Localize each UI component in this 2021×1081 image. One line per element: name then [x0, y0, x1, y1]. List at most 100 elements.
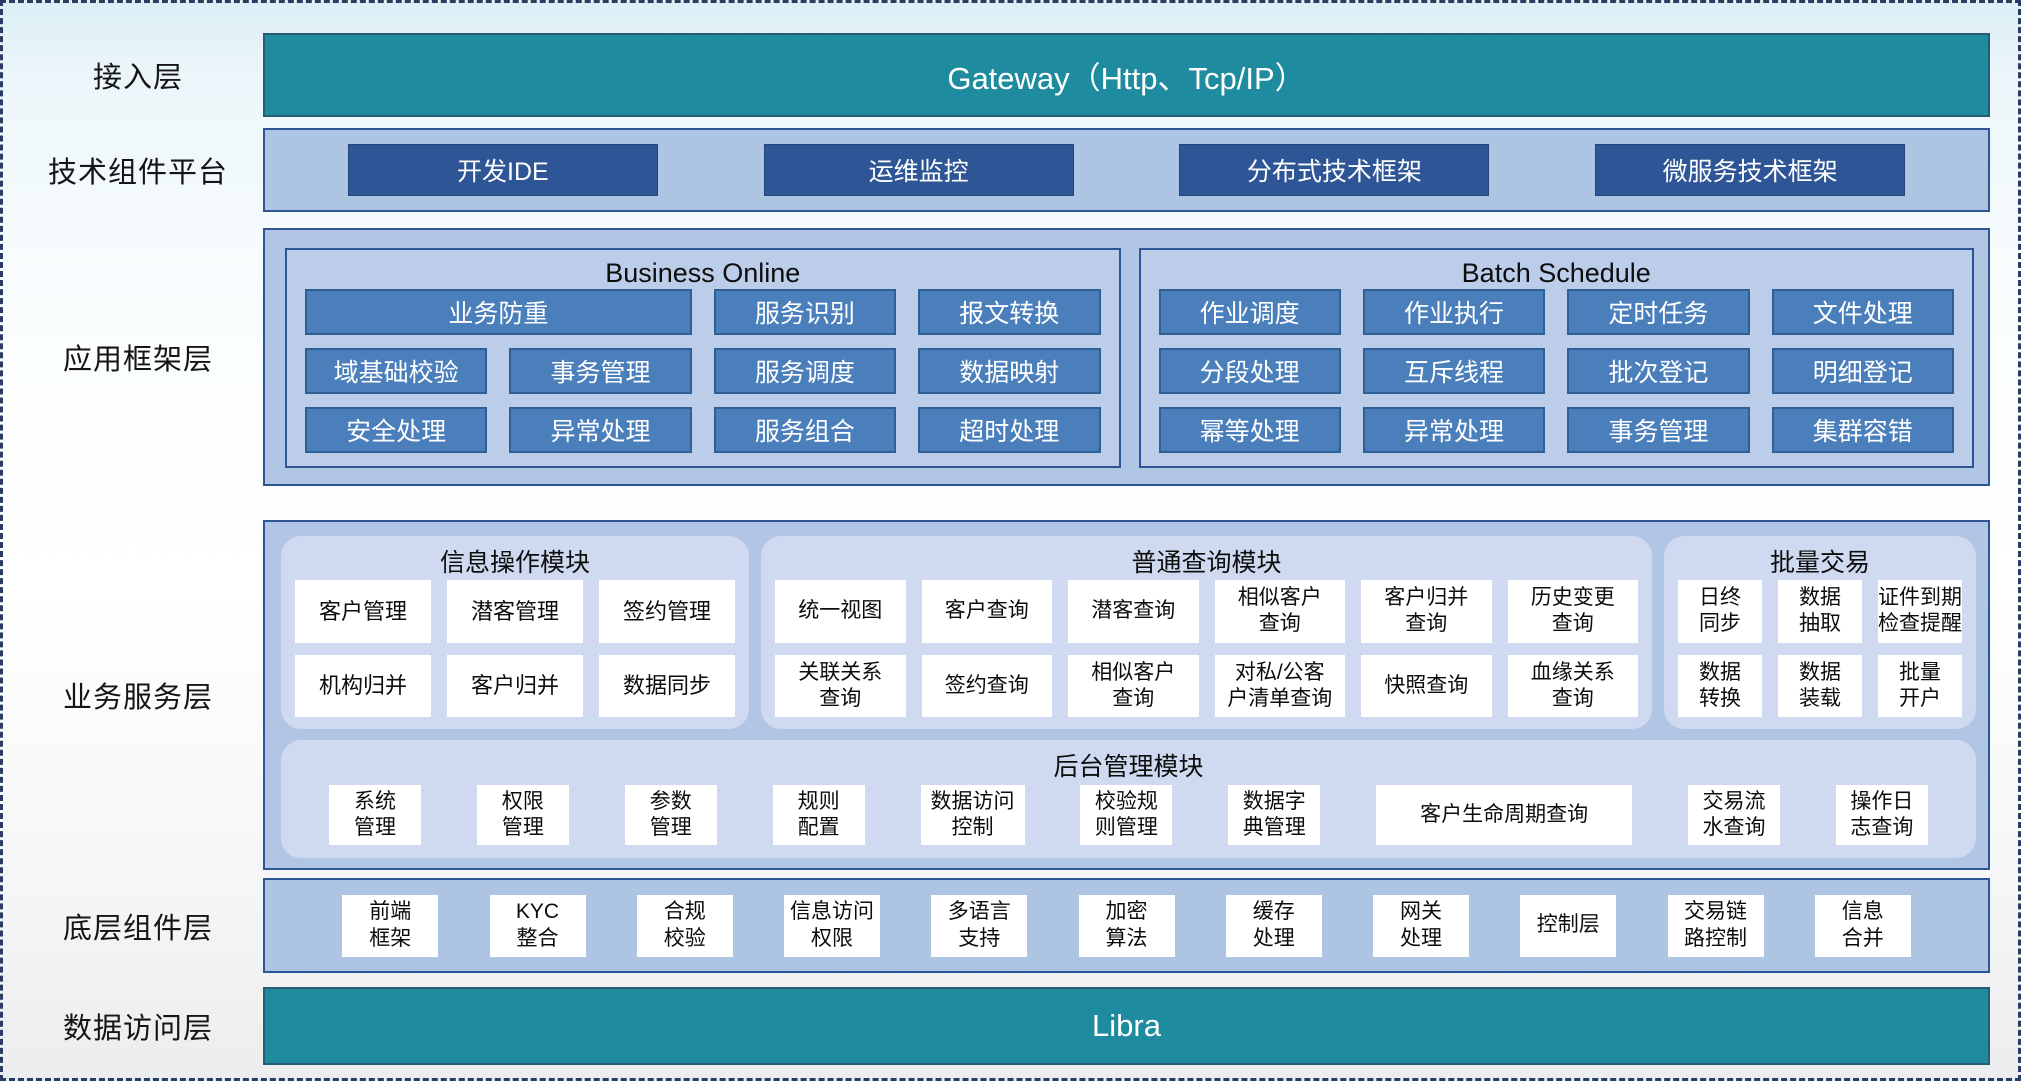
batch-module-grid: 日终 同步 数据 抽取 证件到期 检查提醒 数据 转换 数据 装载 批量 开户 — [1678, 580, 1962, 717]
service-node: 血缘关系 查询 — [1507, 654, 1638, 717]
info-module-title: 信息操作模块 — [439, 549, 590, 577]
bs-node: 作业执行 — [1362, 289, 1546, 335]
business-service-panel: 信息操作模块 客户管理 潜客管理 签约管理 机构归并 客户归并 数据同步 普通查… — [263, 520, 1990, 870]
base-node: 合规 校验 — [636, 894, 733, 957]
base-component-label: 底层组件层 — [62, 912, 213, 945]
base-component-panel: 前端 框架 KYC 整合 合规 校验 信息访问 权限 多语言 支持 加密 算法 … — [263, 878, 1990, 973]
info-module-grid: 客户管理 潜客管理 签约管理 机构归并 客户归并 数据同步 — [295, 580, 735, 717]
app-framework-row: 应用框架层 Business Online 业务防重 服务识别 报文转换 域基础… — [13, 228, 1990, 486]
admin-module-grid: 系统 管理 权限 管理 参数 管理 规则 配置 数据访问 控制 校验规 则管理 … — [295, 784, 1962, 846]
business-online-panel: Business Online 业务防重 服务识别 报文转换 域基础校验 事务管… — [285, 248, 1121, 468]
business-online-title: Business Online — [605, 258, 801, 288]
service-node: 签约管理 — [599, 580, 735, 643]
service-node: 机构归并 — [295, 654, 431, 717]
base-node: 信息访问 权限 — [784, 894, 880, 957]
gateway-bar: Gateway（Http、Tcp/IP） — [263, 33, 1990, 117]
admin-node: 数据字 典管理 — [1228, 785, 1321, 845]
business-online-grid: 业务防重 服务识别 报文转换 域基础校验 事务管理 服务调度 数据映射 安全处理… — [305, 289, 1101, 453]
batch-schedule-grid: 作业调度 作业执行 定时任务 文件处理 分段处理 互斥线程 批次登记 明细登记 … — [1158, 289, 1954, 453]
admin-node: 权限 管理 — [476, 785, 569, 845]
app-framework-panel: Business Online 业务防重 服务识别 报文转换 域基础校验 事务管… — [263, 228, 1990, 486]
admin-node: 数据访问 控制 — [920, 785, 1025, 845]
bo-node: 业务防重 — [305, 289, 692, 335]
admin-module-title: 后台管理模块 — [1053, 753, 1204, 781]
service-node: 客户管理 — [295, 580, 431, 643]
batch-module-title: 批量交易 — [1769, 549, 1870, 577]
bs-node: 互斥线程 — [1362, 348, 1546, 394]
service-node: 数据 抽取 — [1778, 580, 1862, 643]
bo-node: 事务管理 — [509, 348, 692, 394]
base-node: 交易链 路控制 — [1667, 894, 1764, 957]
batch-schedule-panel: Batch Schedule 作业调度 作业执行 定时任务 文件处理 分段处理 … — [1138, 248, 1974, 468]
admin-node: 校验规 则管理 — [1080, 785, 1173, 845]
bs-node: 作业调度 — [1158, 289, 1341, 335]
bo-node: 异常处理 — [509, 407, 692, 453]
query-module-grid: 统一视图 客户查询 潜客查询 相似客户 查询 客户归并 查询 历史变更 查询 关… — [775, 580, 1638, 717]
service-node: 批量 开户 — [1878, 654, 1962, 717]
bs-node: 定时任务 — [1567, 289, 1750, 335]
bo-node: 报文转换 — [918, 289, 1101, 335]
bs-node: 明细登记 — [1771, 348, 1954, 394]
base-node: 网关 处理 — [1373, 894, 1469, 957]
service-node: 客户归并 — [447, 654, 583, 717]
bo-node: 超时处理 — [918, 407, 1101, 453]
tech-node: 运维监控 — [763, 144, 1074, 196]
bs-node: 分段处理 — [1158, 348, 1341, 394]
admin-node: 交易流 水查询 — [1688, 785, 1780, 845]
bs-node: 事务管理 — [1567, 407, 1750, 453]
app-framework-label: 应用框架层 — [62, 344, 213, 376]
service-node: 关联关系 查询 — [775, 654, 906, 717]
libra-bar: Libra — [263, 987, 1990, 1065]
service-node: 证件到期 检查提醒 — [1878, 580, 1962, 643]
query-module-title: 普通查询模块 — [1131, 549, 1282, 577]
base-node: 信息 合并 — [1814, 894, 1911, 957]
bs-node: 文件处理 — [1771, 289, 1954, 335]
admin-node: 客户生命周期查询 — [1376, 785, 1633, 845]
base-component-row: 底层组件层 前端 框架 KYC 整合 合规 校验 信息访问 权限 多语言 支持 … — [13, 878, 1990, 973]
service-node: 快照查询 — [1361, 654, 1492, 717]
access-layer-row: 接入层 Gateway（Http、Tcp/IP） — [13, 33, 1990, 117]
base-node: 前端 框架 — [342, 894, 439, 957]
service-top-modules: 信息操作模块 客户管理 潜客管理 签约管理 机构归并 客户归并 数据同步 普通查… — [281, 536, 1976, 729]
service-node: 潜客管理 — [447, 580, 583, 643]
base-node: 缓存 处理 — [1225, 894, 1322, 957]
tech-node: 微服务技术框架 — [1595, 144, 1906, 196]
access-layer-label: 接入层 — [92, 62, 183, 94]
bo-node: 服务调度 — [713, 348, 897, 394]
service-node: 数据 装载 — [1778, 654, 1862, 717]
data-access-label: 数据访问层 — [62, 1013, 213, 1045]
admin-node: 系统 管理 — [329, 785, 421, 845]
batch-schedule-title: Batch Schedule — [1461, 258, 1651, 288]
bo-node: 安全处理 — [305, 407, 488, 453]
tech-platform-row: 技术组件平台 开发IDE 运维监控 分布式技术框架 微服务技术框架 — [13, 128, 1990, 212]
batch-transaction-module: 批量交易 日终 同步 数据 抽取 证件到期 检查提醒 数据 转换 数据 装载 批… — [1664, 536, 1976, 729]
service-node: 对私/公客 户清单查询 — [1214, 654, 1345, 717]
base-node: 加密 算法 — [1078, 894, 1175, 957]
service-node: 相似客户 查询 — [1068, 654, 1199, 717]
bs-node: 异常处理 — [1362, 407, 1546, 453]
service-node: 历史变更 查询 — [1507, 580, 1638, 643]
bs-node: 集群容错 — [1771, 407, 1954, 453]
bo-node: 服务组合 — [713, 407, 897, 453]
service-node: 相似客户 查询 — [1214, 580, 1345, 643]
bo-node: 域基础校验 — [305, 348, 488, 394]
service-node: 日终 同步 — [1678, 580, 1762, 643]
tech-platform-label: 技术组件平台 — [47, 157, 228, 189]
base-node: 多语言 支持 — [931, 894, 1028, 957]
service-node: 统一视图 — [775, 580, 906, 643]
admin-node: 操作日 志查询 — [1835, 785, 1928, 845]
service-node: 潜客查询 — [1068, 580, 1199, 643]
admin-node: 规则 配置 — [772, 785, 865, 845]
tech-node: 分布式技术框架 — [1179, 144, 1490, 196]
bo-node: 服务识别 — [713, 289, 897, 335]
admin-module: 后台管理模块 系统 管理 权限 管理 参数 管理 规则 配置 数据访问 控制 校… — [281, 740, 1976, 858]
base-node: KYC 整合 — [489, 894, 586, 957]
service-node: 数据同步 — [599, 654, 735, 717]
tech-platform-panel: 开发IDE 运维监控 分布式技术框架 微服务技术框架 — [263, 128, 1990, 212]
service-node: 客户归并 查询 — [1361, 580, 1492, 643]
bo-node: 数据映射 — [918, 348, 1101, 394]
bs-node: 批次登记 — [1567, 348, 1750, 394]
base-node: 控制层 — [1520, 894, 1617, 957]
tech-node: 开发IDE — [347, 144, 658, 196]
